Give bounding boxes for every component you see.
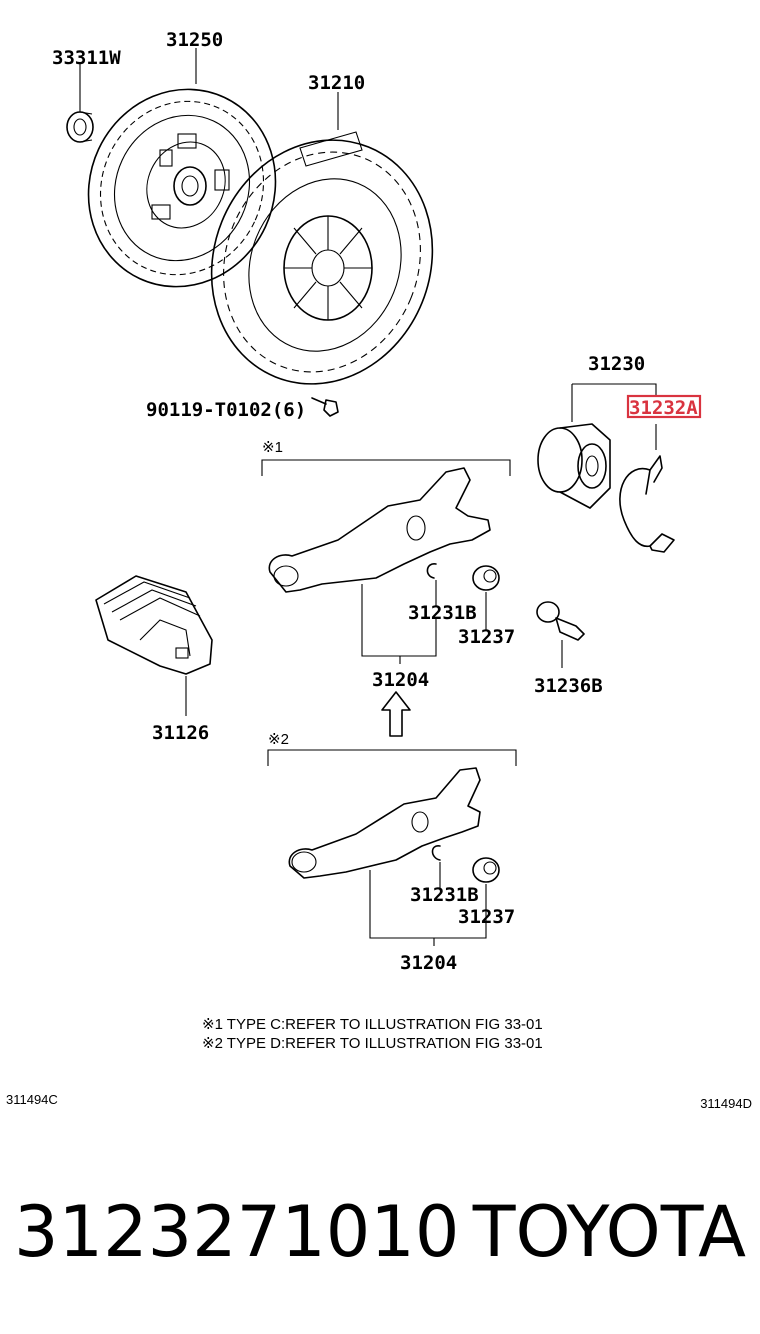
bracket-2 bbox=[267, 749, 517, 766]
label-31231b-bottom[interactable]: 31231B bbox=[410, 884, 479, 906]
label-31237-top[interactable]: 31237 bbox=[458, 626, 515, 648]
label-90119-t0102[interactable]: 90119-T0102(6) bbox=[146, 399, 306, 421]
bracket-31204-bottom bbox=[369, 870, 487, 946]
note-type-c: ※1 TYPE C:REFER TO ILLUSTRATION FIG 33-0… bbox=[202, 1016, 543, 1033]
label-31230[interactable]: 31230 bbox=[588, 353, 645, 375]
ref-code-right: 311494D bbox=[700, 1096, 752, 1111]
label-31126[interactable]: 31126 bbox=[152, 722, 209, 744]
pilot-bearing-drawing[interactable] bbox=[66, 64, 94, 143]
clutch-disc-drawing[interactable] bbox=[56, 48, 307, 318]
bracket-31204-top bbox=[361, 584, 437, 664]
release-fork-top-drawing[interactable] bbox=[268, 467, 500, 593]
mark-1: ※1 bbox=[262, 439, 283, 456]
note-type-d: ※2 TYPE D:REFER TO ILLUSTRATION FIG 33-0… bbox=[202, 1035, 543, 1052]
release-boot-drawing[interactable] bbox=[95, 575, 213, 716]
release-bearing-drawing[interactable] bbox=[537, 383, 657, 509]
bracket-1 bbox=[261, 459, 511, 476]
label-31232a[interactable]: 31232A bbox=[629, 397, 698, 419]
brand-title: TOYOTA bbox=[472, 1191, 746, 1273]
highlight-box bbox=[626, 394, 702, 419]
part-number-title: 3123271010 bbox=[14, 1191, 459, 1273]
ref-code-left: 311494C bbox=[6, 1092, 58, 1107]
clutch-cover-drawing[interactable] bbox=[175, 92, 468, 417]
up-arrow-icon bbox=[381, 691, 411, 737]
bolt-drawing[interactable] bbox=[311, 397, 339, 417]
label-31210[interactable]: 31210 bbox=[308, 72, 365, 94]
label-31204-top[interactable]: 31204 bbox=[372, 669, 429, 691]
mark-2: ※2 bbox=[268, 731, 289, 748]
label-31237-bottom[interactable]: 31237 bbox=[458, 906, 515, 928]
release-fork-bottom-drawing[interactable] bbox=[288, 767, 500, 883]
label-31231b-top[interactable]: 31231B bbox=[408, 602, 477, 624]
label-31236b[interactable]: 31236B bbox=[534, 675, 603, 697]
release-clip-drawing[interactable] bbox=[619, 424, 675, 553]
label-33311w[interactable]: 33311W bbox=[52, 47, 121, 69]
label-31204-bottom[interactable]: 31204 bbox=[400, 952, 457, 974]
pivot-stud-drawing[interactable] bbox=[536, 601, 585, 668]
label-31250[interactable]: 31250 bbox=[166, 29, 223, 51]
